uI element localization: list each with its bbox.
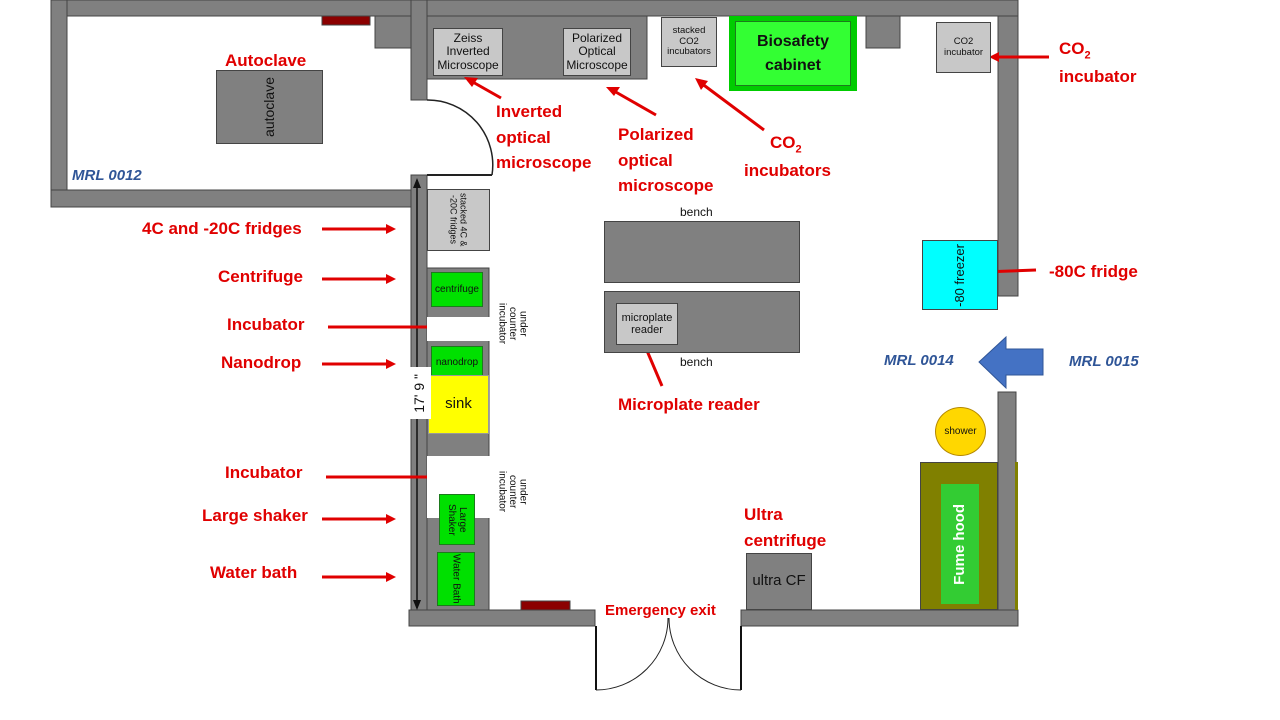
stacked-co2-incubators: stacked CO2 incubators xyxy=(661,17,717,67)
co2-incubator-right: CO2 incubator xyxy=(936,22,991,73)
nanodrop-text: nanodrop xyxy=(435,356,479,368)
dimension-text: 17' 9 " xyxy=(411,373,428,413)
bottom-wall-right xyxy=(740,609,1019,627)
label-incubator-1: Incubator xyxy=(227,315,305,334)
label-co2-incubators-main: CO xyxy=(770,133,796,152)
microplate-reader-text: microplate reader xyxy=(621,311,673,336)
bench-top-label: bench xyxy=(680,205,713,219)
water-bath-unit: Water Bath xyxy=(437,552,475,606)
shower-unit: shower xyxy=(935,407,986,456)
bottom-wall-left xyxy=(408,609,596,627)
stacked-fridges: stacked 4C & -20C fridges xyxy=(427,189,490,251)
large-shaker-text: Large Shaker xyxy=(446,503,469,536)
label-minus80-fridge: -80C fridge xyxy=(1049,262,1138,281)
entry-arrow xyxy=(978,335,1044,390)
centrifuge-unit: centrifuge xyxy=(431,272,483,307)
label-polarized-line1: Polarized xyxy=(618,125,694,144)
label-polarized-microscope: Polarized optical microscope xyxy=(618,122,713,199)
stacked-fridges-text: stacked 4C & -20C fridges xyxy=(448,193,469,247)
label-autoclave: Autoclave xyxy=(225,51,307,70)
zeiss-microscope: Zeiss Inverted Microscope xyxy=(433,28,503,76)
bench-top xyxy=(604,221,800,283)
water-bath-text: Water Bath xyxy=(450,554,462,604)
stacked-co2-text: stacked CO2 incubators xyxy=(667,25,711,58)
left-room-south-wall xyxy=(50,189,428,208)
ultra-cf-text: ultra CF xyxy=(752,572,806,590)
label-inverted-microscope: Inverted optical microscope xyxy=(496,99,591,176)
autoclave-text: autoclave xyxy=(260,77,277,137)
label-polarized-line2: optical xyxy=(618,150,673,170)
exit-door-swing-right xyxy=(668,617,742,691)
label-co2-incubator-line2: incubator xyxy=(1059,66,1137,86)
label-inverted-line1: Inverted xyxy=(496,102,563,121)
label-co2-incubator-sub: 2 xyxy=(1084,49,1091,62)
main-west-wall-upper xyxy=(410,0,428,101)
label-water-bath: Water bath xyxy=(210,563,298,582)
autoclave-unit: autoclave xyxy=(216,70,323,144)
label-co2-incubators: CO2 incubators xyxy=(744,130,831,183)
label-centrifuge: Centrifuge xyxy=(218,267,303,286)
label-co2-incubators-sub: 2 xyxy=(795,143,802,156)
label-inverted-line3: microscope xyxy=(496,153,592,172)
east-wall-upper xyxy=(997,15,1019,297)
bench-bottom-label: bench xyxy=(680,355,713,369)
label-ultra-centrifuge: Ultra centrifuge xyxy=(744,502,826,553)
biosafety-text: Biosafety cabinet xyxy=(756,32,830,74)
incubator-1-slot xyxy=(427,317,491,341)
label-co2-incubators-line2: incubators xyxy=(744,160,831,180)
under-counter-incubator-2-text: under counter incubator xyxy=(496,471,529,513)
under-counter-incubator-1-text: under counter incubator xyxy=(496,303,529,345)
label-co2-incubator-main: CO xyxy=(1059,39,1085,58)
ultra-cf-unit: ultra CF xyxy=(746,553,812,610)
sink-text: sink xyxy=(445,395,472,413)
top-wall-bump-2 xyxy=(865,15,901,49)
room-label-mrl-0014: MRL 0014 xyxy=(884,352,954,369)
fume-hood-text: Fume hood xyxy=(950,503,968,585)
east-wall-lower xyxy=(997,391,1017,611)
freezer-unit: -80 freezer xyxy=(922,240,998,310)
label-nanodrop: Nanodrop xyxy=(221,353,302,372)
label-incubator-2: Incubator xyxy=(225,463,303,482)
shower-text: shower xyxy=(944,425,977,437)
large-shaker-unit: Large Shaker xyxy=(439,494,475,545)
fume-hood-edge xyxy=(1015,462,1018,610)
room-label-mrl-0012: MRL 0012 xyxy=(72,167,142,184)
door-mat-bottom xyxy=(520,600,571,611)
door-swing-left-room xyxy=(426,99,494,176)
left-room-west-wall xyxy=(50,0,68,191)
label-microplate-reader: Microplate reader xyxy=(618,395,760,414)
label-emergency-exit: Emergency exit xyxy=(605,602,716,619)
top-wall xyxy=(50,0,1019,17)
label-fridges: 4C and -20C fridges xyxy=(142,219,302,238)
label-inverted-line2: optical xyxy=(496,127,551,147)
zeiss-microscope-text: Zeiss Inverted Microscope xyxy=(437,30,499,72)
room-label-mrl-0015: MRL 0015 xyxy=(1069,353,1139,370)
biosafety-cabinet: Biosafety cabinet xyxy=(729,16,857,91)
centrifuge-text: centrifuge xyxy=(435,283,479,295)
dimension-label-box: 17' 9 " xyxy=(409,367,431,419)
top-wall-bump-1 xyxy=(374,15,412,49)
label-ultra-line2: centrifuge xyxy=(744,530,827,550)
sink-unit: sink xyxy=(428,375,489,434)
label-ultra-line1: Ultra xyxy=(744,505,783,524)
freezer-text: -80 freezer xyxy=(951,243,967,307)
label-polarized-line3: microscope xyxy=(618,176,714,195)
label-co2-incubator: CO2 incubator xyxy=(1059,36,1136,89)
polarized-microscope: Polarized Optical Microscope xyxy=(563,28,631,76)
door-mat-top xyxy=(321,15,371,26)
microplate-reader-unit: microplate reader xyxy=(616,303,678,345)
fume-hood-sash: Fume hood xyxy=(941,484,979,604)
polarized-microscope-text: Polarized Optical Microscope xyxy=(566,30,628,72)
co2-incubator-right-text: CO2 incubator xyxy=(943,35,984,58)
exit-door-swing-left xyxy=(595,617,669,691)
label-large-shaker: Large shaker xyxy=(202,506,308,525)
